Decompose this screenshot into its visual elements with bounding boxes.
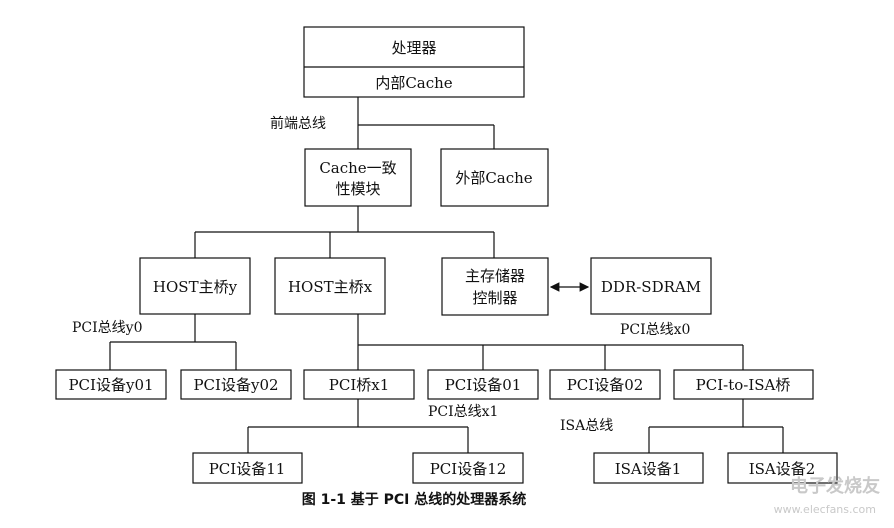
pci-device-11-box: [192, 452, 303, 484]
pci-device-02-label: PCI设备02: [567, 376, 644, 394]
pci-device-01-box: [427, 369, 539, 400]
isa-device-2-box: [727, 452, 838, 484]
pci-bridge-x1-box: [303, 369, 415, 400]
watermark-url: www.elecfans.com: [773, 503, 876, 516]
figure-caption: 图 1-1 基于 PCI 总线的处理器系统: [302, 491, 527, 508]
watermark-title: 电子发烧友: [790, 476, 880, 497]
isa-device-2-label: ISA设备2: [749, 460, 816, 478]
front-side-bus-label: 前端总线: [270, 115, 326, 132]
host-bridge-x-label: HOST主桥x: [288, 278, 373, 296]
pci-device-12-box: [412, 452, 524, 484]
isa-device-1-box: [593, 452, 704, 484]
pci-device-02-box: [549, 369, 661, 400]
ddr-sdram-label: DDR-SDRAM: [601, 278, 701, 296]
memory-controller-label-2: 控制器: [472, 289, 517, 307]
pci-device-y01-label: PCI设备y01: [68, 376, 153, 394]
external-cache-label: 外部Cache: [455, 169, 532, 187]
internal-cache-label: 内部Cache: [375, 74, 452, 92]
pci-device-y02-box: [180, 369, 292, 400]
external-cache-box: [440, 148, 549, 207]
pci-bridge-x1-label: PCI桥x1: [329, 376, 390, 394]
host-bridge-y-label: HOST主桥y: [153, 278, 238, 296]
ddr-sdram-box: [590, 257, 712, 315]
memory-controller-label-1: 主存储器: [465, 267, 525, 285]
pci-bus-x1-label: PCI总线x1: [428, 404, 498, 420]
pci-device-11-label: PCI设备11: [209, 460, 286, 478]
pci-bus-y0-label: PCI总线y0: [72, 320, 142, 336]
cache-coherence-label-2: 性模块: [335, 180, 380, 198]
pci-bus-x0-label: PCI总线x0: [620, 322, 690, 338]
host-bridge-x-box: [274, 257, 386, 315]
pci-to-isa-bridge-label: PCI-to-ISA桥: [696, 376, 791, 394]
processor-title: 处理器: [391, 39, 436, 57]
pci-device-y02-label: PCI设备y02: [193, 376, 278, 394]
processor-box: [303, 26, 525, 98]
pci-device-01-label: PCI设备01: [445, 376, 522, 394]
isa-bus-label: ISA总线: [560, 418, 613, 434]
cache-coherence-label-1: Cache一致: [319, 159, 396, 177]
pci-device-y01-box: [55, 369, 167, 400]
isa-device-1-label: ISA设备1: [615, 460, 682, 478]
memory-controller-box: [441, 257, 549, 316]
watermark-logo: 电子发烧友 www.elecfans.com: [736, 452, 886, 522]
pci-device-12-label: PCI设备12: [430, 460, 507, 478]
